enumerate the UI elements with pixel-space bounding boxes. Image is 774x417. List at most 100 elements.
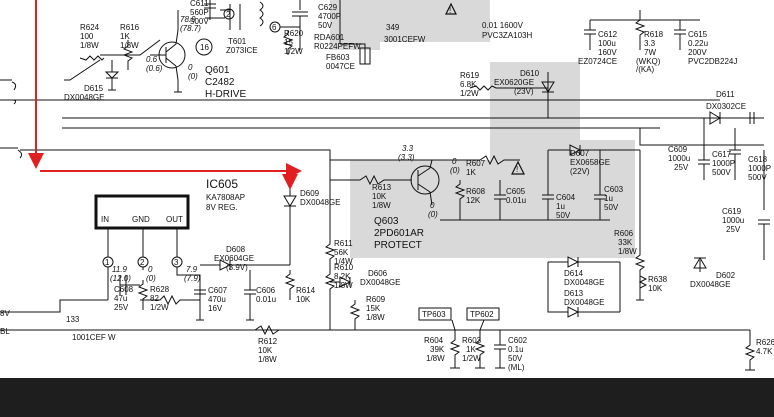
- label-c629-voltage: 50V: [318, 21, 333, 30]
- label-q603-role: PROTECT: [374, 240, 422, 251]
- edge-label-8v: 8V: [0, 309, 10, 318]
- warning-icon: !: [445, 2, 457, 15]
- label-c609-voltage: 25V: [674, 163, 689, 172]
- label-c612-voltage: 160V: [598, 48, 617, 57]
- label-c607-voltage: 16V: [208, 304, 223, 313]
- label-r616-value: 1K: [120, 32, 130, 41]
- label-r628-power: 1/2W: [150, 303, 169, 312]
- test-point-tp603: TP603: [422, 310, 446, 319]
- label-r638-name: R638: [648, 275, 668, 284]
- label-r620-name: R620: [284, 29, 304, 38]
- label-r606-value: 33K: [618, 238, 633, 247]
- label-c603-name: C603: [604, 185, 624, 194]
- label-c612-part: EZ0724CE: [578, 57, 617, 66]
- label-rda601-part: R0224PEFW: [314, 42, 361, 51]
- label-r618-name: R618: [644, 30, 664, 39]
- label-c603-voltage: 50V: [604, 203, 619, 212]
- label-jumper-133: 133: [66, 315, 80, 324]
- label-r608-name: R608: [466, 187, 486, 196]
- ic-pin-out-label: OUT: [166, 215, 183, 224]
- v-q601-e: 0: [188, 63, 193, 72]
- label-d611-part: DX0302CE: [706, 102, 746, 111]
- label-c618-name: C618: [748, 155, 768, 164]
- label-r612-name: R612: [258, 337, 278, 346]
- label-r619-value: 6.8K: [460, 80, 477, 89]
- label-c608-voltage: 25V: [114, 303, 129, 312]
- warning-icon: !: [511, 160, 525, 175]
- v-q601-b-alt: (0.6): [146, 64, 163, 73]
- label-c605-value: 0.01u: [506, 196, 526, 205]
- label-r626-name: R626: [756, 338, 774, 347]
- label-d614-name: D614: [564, 269, 584, 278]
- label-r620-power: 1/2W: [284, 47, 303, 56]
- label-c611-value: 560P: [190, 8, 209, 17]
- label-q601-part: C2482: [205, 77, 235, 88]
- wiring: [0, 0, 770, 371]
- label-r608-value: 12K: [466, 196, 481, 205]
- label-c604-name: C604: [556, 193, 576, 202]
- label-c611-voltage: 500V: [190, 17, 209, 26]
- label-r619-power: 1/2W: [460, 89, 479, 98]
- label-r624-power: 1/8W: [80, 41, 99, 50]
- label-r616-power: 1/8W: [120, 41, 139, 50]
- label-r603-power: 1/2W: [462, 354, 481, 363]
- label-r616-name: R616: [120, 23, 140, 32]
- label-r612-power: 1/8W: [258, 355, 277, 364]
- label-c612-value: 100u: [598, 39, 616, 48]
- label-r609-power: 1/8W: [366, 313, 385, 322]
- label-d606-part: DX0048GE: [360, 278, 400, 287]
- label-r626-value: 4.7K: [756, 347, 773, 356]
- label-d610-part: EX0620GE: [494, 78, 534, 87]
- label-q601-role: H-DRIVE: [205, 89, 246, 100]
- label-d614-part: DX0048GE: [564, 278, 604, 287]
- label-c602-value: 0.1u: [508, 345, 524, 354]
- label-c602-voltage: 50V: [508, 354, 523, 363]
- label-r603-name: R603: [462, 336, 482, 345]
- label-r604-power: 1/8W: [426, 354, 445, 363]
- ic-pin-in-label: IN: [101, 215, 109, 224]
- label-fb603-name: FB603: [326, 53, 350, 62]
- label-t601-name: T601: [228, 37, 247, 46]
- label-d608-name: D608: [226, 245, 246, 254]
- v-q601-c-alt: (78.7): [180, 24, 201, 33]
- label-c615-value: 0.22u: [688, 39, 708, 48]
- label-r610-name: R610: [334, 263, 354, 272]
- label-cap-top-value: 0.01 1600V: [482, 21, 524, 30]
- label-q601-name: Q601: [205, 65, 230, 76]
- label-r610-value: 8.2K: [334, 272, 351, 281]
- ic-pin-1-label: 1: [105, 258, 110, 267]
- label-r618-power: 7W: [644, 48, 656, 57]
- label-d607-voltage: (22V): [570, 167, 590, 176]
- label-jumper-349: 349: [386, 23, 400, 32]
- svg-text:!: !: [516, 165, 518, 174]
- pin-2-label: 2: [226, 10, 231, 19]
- label-jumper-3001: 3001CEFW: [384, 35, 426, 44]
- label-d613-name: D613: [564, 289, 584, 298]
- pin-16-label: 16: [200, 43, 209, 52]
- v-ic-gnd-alt: (0): [146, 274, 156, 283]
- v-ic-out: 7.9: [186, 265, 198, 274]
- label-c606-name: C606: [256, 286, 276, 295]
- label-d610-voltage: (23V): [514, 87, 534, 96]
- label-r613-power: 1/8W: [372, 201, 391, 210]
- label-r611-name: R611: [334, 239, 353, 248]
- label-r610-power: 1/8W: [334, 281, 353, 290]
- label-q603-name: Q603: [374, 216, 399, 227]
- label-r612-value: 10K: [258, 346, 273, 355]
- label-c602-type: (ML): [508, 363, 525, 372]
- label-c608-name: C608: [114, 285, 134, 294]
- label-d613-part: DX0048GE: [564, 298, 604, 307]
- label-ic605-part: KA7808AP: [206, 193, 245, 202]
- v-q601-c: 78.9: [180, 15, 196, 24]
- label-d606-name: D606: [368, 269, 388, 278]
- label-c615-voltage: 200V: [688, 48, 707, 57]
- label-r620-value: 15: [284, 38, 293, 47]
- label-r628-name: R628: [150, 285, 170, 294]
- label-c618-value: 1000P: [748, 164, 771, 173]
- v-q603-b: 3.3: [402, 144, 414, 153]
- label-c615-name: C615: [688, 30, 708, 39]
- label-r603-value: 1K: [466, 345, 476, 354]
- label-r619-name: R619: [460, 71, 480, 80]
- label-cap-top-part: PVC3ZA103H: [482, 31, 532, 40]
